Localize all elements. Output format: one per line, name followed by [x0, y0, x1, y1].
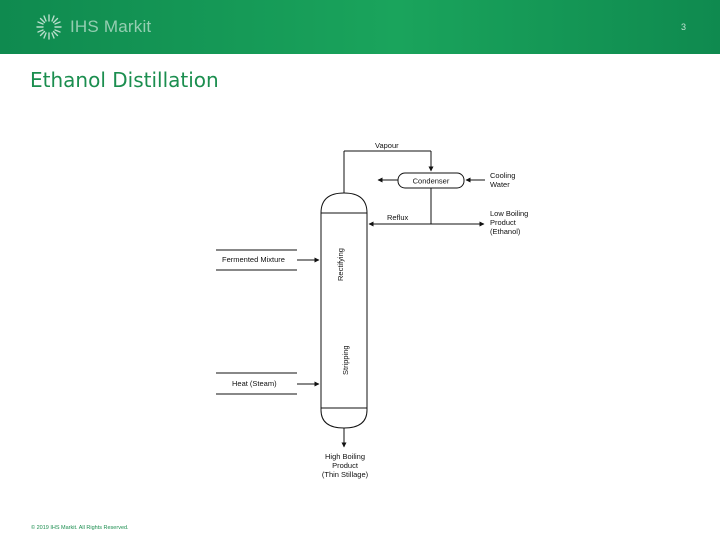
high-boiling-label-2: Product: [332, 461, 359, 470]
logo-starburst-icon: [36, 14, 62, 40]
rectifying-label: Rectifying: [336, 248, 345, 281]
high-boiling-label-3: (Thin Stillage): [322, 470, 369, 479]
vapour-label: Vapour: [375, 141, 399, 150]
low-boiling-label-3: (Ethanol): [490, 227, 521, 236]
page-number: 3: [680, 22, 686, 32]
distillation-column: [320, 192, 368, 429]
condenser-label: Condenser: [413, 177, 450, 186]
brand-name: IHS Markit: [70, 17, 152, 36]
company-logo: IHS Markit: [34, 12, 151, 42]
stripping-label: Stripping: [341, 345, 350, 375]
slide-title: Ethanol Distillation: [30, 68, 219, 92]
high-boiling-label-1: High Boiling: [325, 452, 365, 461]
feed-label: Fermented Mixture: [222, 255, 285, 264]
header-bar: IHS Markit 3: [0, 0, 720, 54]
cooling-water-label-1: Cooling: [490, 171, 515, 180]
reflux-label: Reflux: [387, 213, 409, 222]
low-boiling-label-1: Low Boiling: [490, 209, 528, 218]
copyright-footer: © 2019 IHS Markit. All Rights Reserved.: [31, 525, 129, 531]
heat-label: Heat (Steam): [232, 379, 277, 388]
low-boiling-label-2: Product: [490, 218, 517, 227]
cooling-water-label-2: Water: [490, 180, 510, 189]
